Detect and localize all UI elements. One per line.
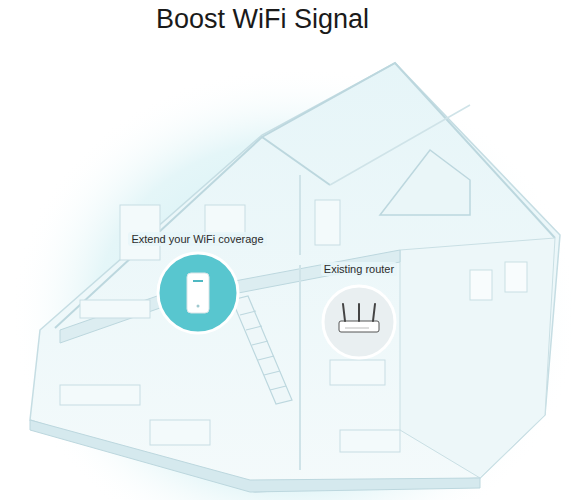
extender-device [187, 273, 209, 313]
side-wall [400, 238, 555, 478]
device-circle [155, 250, 241, 336]
icon-circle [158, 253, 238, 333]
device-node: Existing router [318, 262, 400, 361]
window [470, 270, 492, 300]
router-body [339, 321, 379, 332]
device-node: Extend your WiFi coverage [126, 232, 269, 336]
router-antenna [358, 304, 360, 321]
router-leds [345, 328, 369, 329]
inner-wall [299, 265, 301, 470]
roof-ridge [262, 63, 555, 238]
ground-slab [30, 420, 480, 492]
device-led [196, 305, 199, 308]
device-circle [320, 283, 398, 361]
title: Boost WiFi Signal [156, 4, 369, 35]
house-outline [30, 63, 560, 492]
dormer [380, 150, 470, 215]
furniture [60, 200, 400, 452]
router-antenna [373, 304, 375, 321]
roof-edge [55, 137, 330, 328]
router-antenna [343, 304, 345, 321]
window [505, 262, 527, 292]
inner-wall [299, 175, 301, 255]
icon-circle [323, 286, 395, 358]
device-logo [193, 280, 203, 282]
device-label: Extend your WiFi coverage [128, 232, 266, 246]
staircase [232, 296, 292, 404]
device-label: Existing router [321, 262, 397, 276]
